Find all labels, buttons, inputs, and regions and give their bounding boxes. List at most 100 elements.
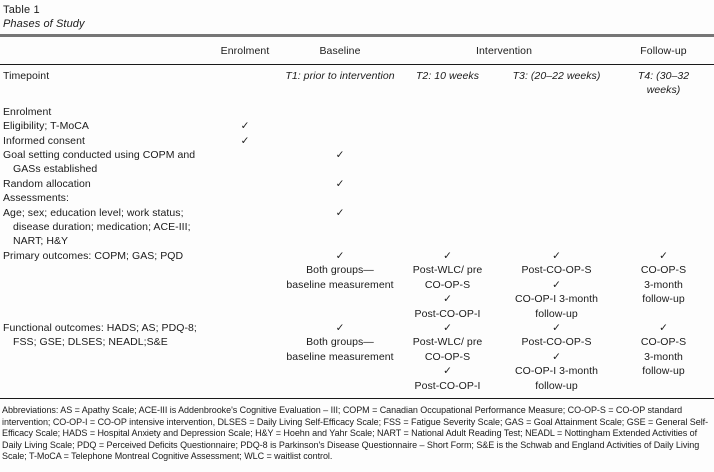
table-caption: Phases of Study [3,18,85,30]
row-label-line: FSS; GSE; DLSES; NEADL;S&E [13,336,168,349]
row-label-line: NART; H&Y [13,235,69,248]
cell-text: CO-OP-S [424,278,471,291]
table-row-timepoint: Timepoint T1: prior to intervention T2: 10… [0,65,714,105]
cell-text: CO-OP-S [424,350,471,363]
row-label-enrolment-section: Enrolment [0,105,205,119]
cell-text: follow-up [535,379,578,392]
cell-timepoint-col4: T4: (30–32 weeks) [613,65,714,105]
cell-text: weeks) [646,84,681,97]
cell-text: CO-OP-I 3-month [514,365,599,378]
row-label-assessments-section: Assessments: [0,191,205,205]
cell-goal-setting-col3 [500,148,613,177]
check-icon: ✓ [335,321,345,334]
check-icon: ✓ [335,149,345,162]
table-row-primary-outcomes: Primary outcomes: COPM; GAS; PQD✓Both gr… [0,249,714,321]
header-baseline: Baseline [285,34,395,65]
table-row-enrolment-section: Enrolment [0,105,714,119]
check-icon: ✓ [240,134,250,147]
check-icon: ✓ [443,365,452,378]
cell-text: T2: 10 weeks [415,70,480,82]
header-corner-cell [0,34,205,65]
phases-of-study-table: Enrolment Baseline Intervention Follow-u… [0,34,714,399]
row-label-line: Primary outcomes: COPM; GAS; PQD [3,249,184,262]
cell-text: T1: prior to intervention [285,70,395,82]
cell-informed-consent-col0: ✓ [205,134,285,148]
phase-header-row: Enrolment Baseline Intervention Follow-u… [0,34,714,65]
cell-text: T4: (30–32 [637,70,690,82]
cell-assessments-section-col4 [613,191,714,205]
row-label-primary-outcomes: Primary outcomes: COPM; GAS; PQD [0,249,205,321]
row-label-functional-outcomes: Functional outcomes: HADS; AS; PDQ-8;FSS… [0,320,205,399]
cell-informed-consent-col1 [285,134,395,148]
check-icon: ✓ [552,278,561,291]
row-label-timepoint: Timepoint [0,65,205,105]
cell-text: Post-CO-OP-I [414,307,481,320]
row-label-line: disease duration; medication; ACE-III; [13,221,191,234]
cell-text: baseline measurement [286,350,394,363]
cell-random-allocation-col2 [395,177,500,191]
row-label-line: Informed consent [3,134,85,147]
cell-text: Both groups— [306,264,374,277]
header-intervention: Intervention [395,34,614,65]
cell-text: Post-WLC/ pre [412,336,483,349]
table-header: Enrolment Baseline Intervention Follow-u… [0,34,714,65]
cell-goal-setting-col2 [395,148,500,177]
cell-random-allocation-col0 [205,177,285,191]
cell-eligibility-col4 [613,119,714,133]
row-label-demographics: Age; sex; education level; work status; d… [0,206,205,249]
cell-informed-consent-col3 [500,134,613,148]
cell-text: Post-WLC/ pre [412,264,483,277]
cell-goal-setting-col1: ✓ [285,148,395,177]
cell-text: T3: (20–22 weeks) [512,70,601,82]
cell-text: baseline measurement [286,278,394,291]
cell-timepoint-col3: T3: (20–22 weeks) [500,65,613,105]
cell-informed-consent-col2 [395,134,500,148]
row-label-line: Age; sex; education level; work status; [3,206,184,219]
cell-eligibility-col2 [395,119,500,133]
cell-text: Post-CO-OP-I [414,379,481,392]
header-follow-up: Follow-up [613,34,714,65]
check-icon: ✓ [659,249,668,262]
cell-assessments-section-col2 [395,191,500,205]
cell-text: follow-up [642,365,685,378]
cell-timepoint-col1: T1: prior to intervention [285,65,395,105]
row-label-line: Enrolment [3,105,52,118]
table-row-informed-consent: Informed consent ✓ [0,134,714,148]
cell-demographics-col0 [205,206,285,249]
cell-assessments-section-col3 [500,191,613,205]
cell-primary-outcomes-col1: ✓Both groups—baseline measurement [285,249,395,321]
table-body: Timepoint T1: prior to intervention T2: 10… [0,65,714,399]
cell-text: CO-OP-S [640,336,687,349]
cell-goal-setting-col4 [613,148,714,177]
cell-enrolment-section-col1 [285,105,395,119]
check-icon: ✓ [659,321,668,334]
cell-text: CO-OP-S [640,264,687,277]
table-row-demographics: Age; sex; education level; work status; d… [0,206,714,249]
cell-demographics-col3 [500,206,613,249]
cell-enrolment-section-col0 [205,105,285,119]
row-label-line: Timepoint [3,70,50,82]
cell-eligibility-col3 [500,119,613,133]
row-label-line: Assessments: [3,192,69,205]
cell-primary-outcomes-col0 [205,249,285,321]
row-label-informed-consent: Informed consent [0,134,205,148]
cell-random-allocation-col1: ✓ [285,177,395,191]
row-label-line: Goal setting conducted using COPM and [3,149,196,162]
cell-demographics-col4 [613,206,714,249]
row-label-eligibility: Eligibility; T-MoCA [0,119,205,133]
table-row-eligibility: Eligibility; T-MoCA✓ [0,119,714,133]
cell-text: 3-month [644,350,683,363]
check-icon: ✓ [552,249,561,262]
cell-random-allocation-col4 [613,177,714,191]
cell-assessments-section-col0 [205,191,285,205]
cell-functional-outcomes-col0 [205,320,285,399]
row-label-line: Random allocation [3,177,91,190]
table-row-functional-outcomes: Functional outcomes: HADS; AS; PDQ-8;FSS… [0,320,714,399]
table-title-block: Table 1 Phases of Study [0,4,714,30]
